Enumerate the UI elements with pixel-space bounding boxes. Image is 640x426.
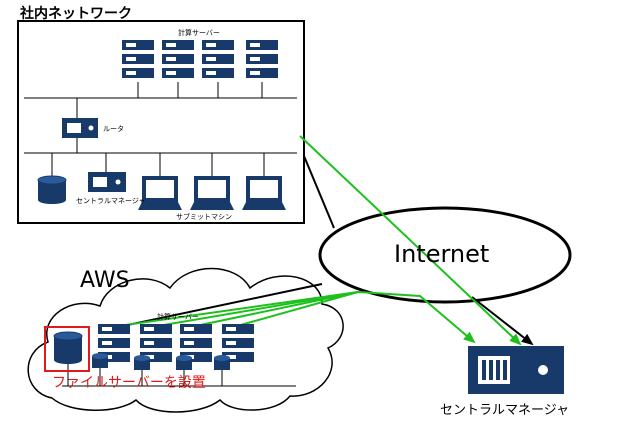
compute-server-1 [122, 40, 154, 78]
compute-server-4 [246, 40, 278, 78]
submit-machines-label: サブミットマシン [176, 213, 232, 221]
aws-file-server-database-icon [53, 331, 83, 364]
aws-storage-disks [92, 353, 230, 370]
router-label: ルータ [103, 125, 124, 133]
monitor-icon-2 [190, 176, 234, 210]
file-server-highlight-box [44, 326, 90, 372]
internet-cloud [318, 206, 572, 304]
central-manager-label: セントラルマネージャ [76, 197, 146, 205]
file-server-note: ファイルサーバーを設置 [52, 375, 206, 391]
link-internet-remote [471, 296, 534, 346]
green-link-aws-4 [229, 291, 359, 329]
green-link-aws-2 [145, 291, 359, 329]
link-office-internet [303, 155, 335, 229]
green-link-aws-3 [185, 291, 359, 329]
compute-servers-label: 計算サーバー [178, 29, 220, 37]
green-link-office-remote [299, 135, 522, 346]
aws-compute-servers [98, 324, 254, 362]
internet-label: Internet [394, 240, 490, 268]
compute-server-vents [126, 43, 260, 75]
monitor-icon-1 [138, 176, 182, 210]
router-icon [62, 118, 98, 138]
monitor-icon-3 [242, 176, 286, 210]
compute-server-3 [202, 40, 234, 78]
remote-central-manager-label: セントラルマネージャ [440, 403, 570, 418]
corporate-network-title: 社内ネットワーク [20, 6, 132, 22]
compute-server-2 [162, 40, 194, 78]
central-manager-server-icon [88, 172, 126, 192]
database-icon [37, 175, 67, 204]
green-link-aws-remote [357, 291, 476, 344]
remote-central-manager-server-icon [468, 346, 564, 394]
aws-compute-servers-label: 計算サーバー [157, 313, 199, 321]
aws-title: AWS [80, 268, 130, 293]
green-link-aws-1 [103, 291, 359, 329]
